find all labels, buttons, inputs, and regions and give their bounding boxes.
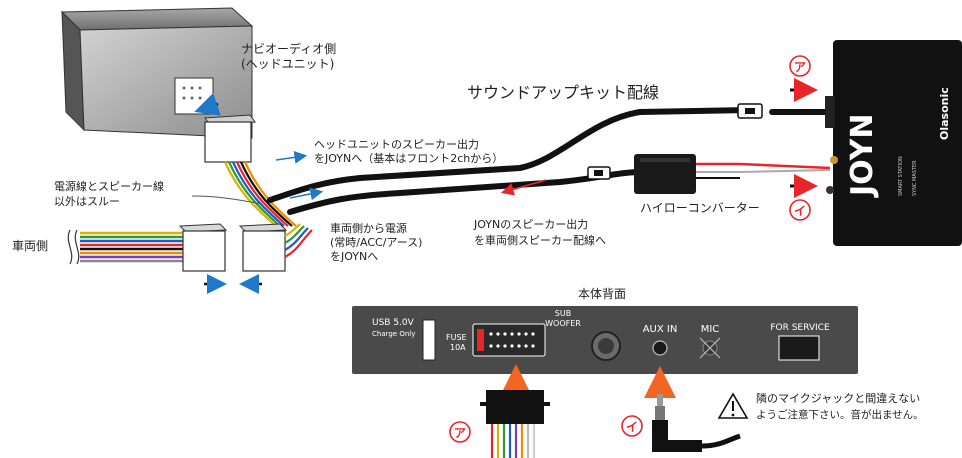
cut-mark	[67, 229, 73, 265]
label-power-3: をJOYNへ	[330, 250, 378, 263]
main-cables	[267, 107, 833, 215]
fuse-sub-label: 10A	[450, 343, 466, 352]
mic-label: MIC	[701, 324, 720, 335]
vehicle-connector-female	[178, 223, 228, 272]
label-joyn-out-2: を車両側スピーカー配線へ	[474, 233, 606, 247]
vehicle-wires	[80, 231, 183, 263]
warning-text-1: 隣のマイクジャックと間違えない	[756, 391, 920, 405]
harness-port	[472, 323, 546, 357]
label-speaker-out-2: をJOYNへ（基本はフロント2chから）	[314, 151, 503, 165]
inline-connector-2	[587, 166, 611, 180]
harness-plug	[480, 390, 550, 458]
aux-plug	[652, 394, 741, 452]
head-unit-connection-arrow	[194, 92, 221, 116]
speaker-in-arrow	[275, 151, 308, 164]
usb-port	[422, 319, 436, 361]
rear-panel: USB 5.0V Charge Only FUSE 10A SUB WOOFER…	[352, 306, 858, 374]
sub-label-1: SUB	[555, 309, 571, 318]
device-brand: Olasonic	[938, 87, 951, 140]
vehicle-connector-male	[238, 223, 288, 272]
marker-a-top: ア	[789, 55, 818, 102]
label-power-2: (常時/ACC/アース)	[330, 236, 422, 249]
device-logo: JOYN	[845, 114, 880, 198]
service-port	[778, 335, 820, 361]
harness-to-male-wires	[284, 223, 313, 258]
warning-text-2: ようご注意下さい。音が出ません。	[756, 408, 924, 421]
label-title: サウンドアップキット配線	[467, 83, 659, 102]
marker-i-bottom: イ	[621, 415, 643, 437]
through-leader	[191, 195, 263, 205]
speaker-out-arrow	[500, 179, 547, 196]
device-small-2: SYNC MASTER	[912, 160, 918, 196]
svg-text:イ: イ	[626, 420, 638, 434]
svg-text:ア: ア	[454, 426, 466, 440]
harness-wires	[223, 161, 297, 227]
power-arrow	[289, 187, 324, 201]
svg-text:イ: イ	[794, 204, 806, 218]
label-power-1: 車両側から電源	[330, 221, 407, 235]
sub-label-2: WOOFER	[545, 319, 581, 328]
usb-label: USB 5.0V	[372, 318, 415, 328]
usb-sub-label: Charge Only	[372, 330, 415, 338]
high-low-converter	[634, 154, 831, 194]
label-speaker-out-1: ヘッドユニットのスピーカー出力	[314, 137, 479, 151]
label-through-1: 電源線とスピーカー線	[54, 179, 164, 193]
label-head-unit: (ヘッドユニット)	[241, 57, 334, 71]
marker-i-top: イ	[789, 174, 818, 221]
label-through-2: 以外はスルー	[54, 195, 120, 208]
inline-connector-1	[737, 103, 763, 119]
head-unit	[60, 7, 254, 139]
svg-text:ア: ア	[794, 60, 806, 74]
fuse-label: FUSE	[446, 333, 467, 342]
label-rear-title: 本体背面	[578, 287, 626, 301]
aux-label: AUX IN	[643, 324, 678, 335]
service-label: FOR SERVICE	[770, 323, 830, 333]
label-joyn-out-1: JOYNのスピーカー出力	[473, 217, 588, 231]
marker-a-bottom: ア	[449, 421, 471, 443]
label-high-low: ハイローコンバーター	[640, 201, 760, 215]
warning-icon	[717, 392, 749, 419]
label-vehicle-side: 車両側	[12, 239, 48, 253]
head-unit-connector	[204, 114, 256, 163]
device-small-1: SMART STATION	[898, 156, 904, 196]
joyn-device: JOYN Olasonic SMART STATION SYNC MASTER	[825, 40, 962, 246]
aux-jack	[652, 340, 668, 356]
label-head-unit-side: ナビオーディオ側	[241, 41, 336, 56]
